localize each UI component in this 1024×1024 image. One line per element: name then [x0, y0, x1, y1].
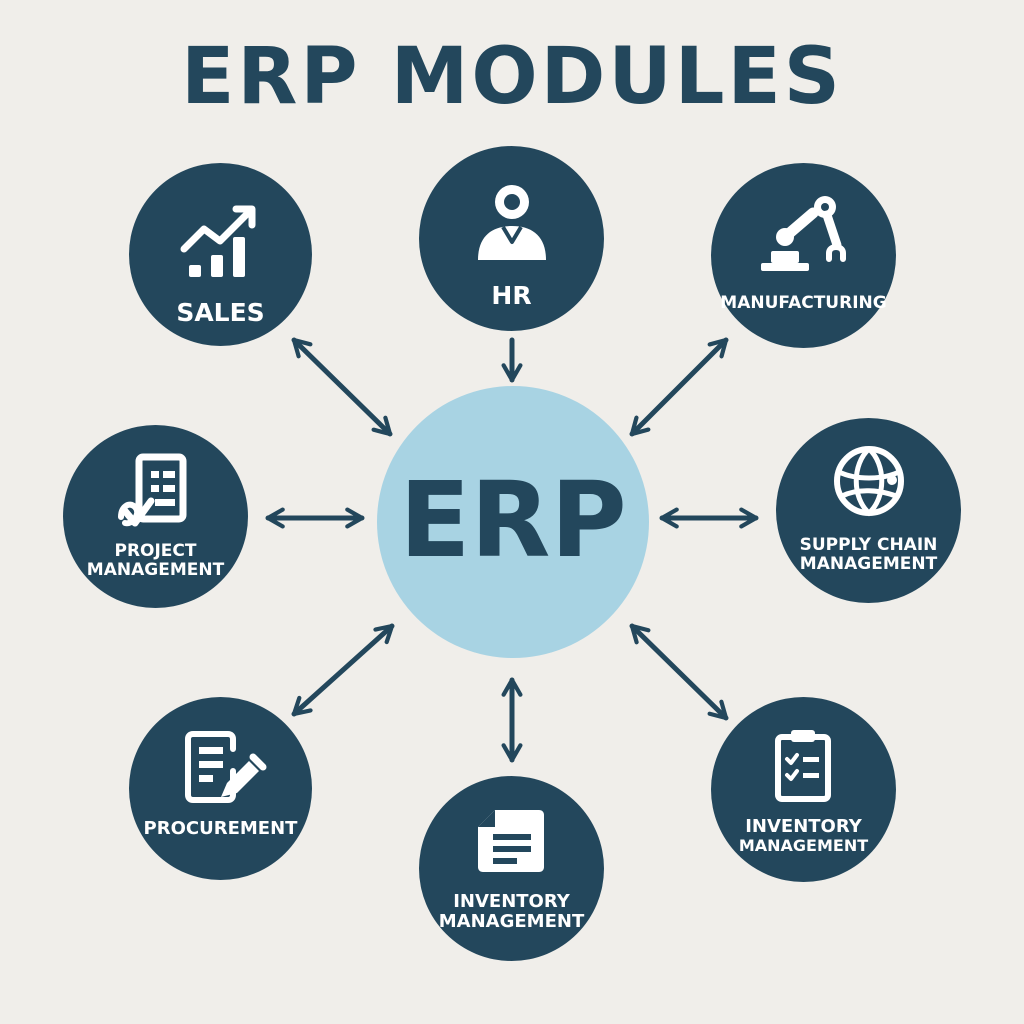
label-line: SALES — [176, 298, 265, 327]
checklist-document-icon — [118, 453, 187, 527]
arrow-manufacturing — [629, 337, 729, 437]
document-pen-icon — [185, 731, 267, 803]
page-title: ERP MODULES — [181, 32, 843, 122]
module-inventory-management-right: INVENTORY MANAGEMENT — [711, 697, 896, 882]
arrow-sales — [291, 337, 393, 437]
module-label: MANUFACTURING — [719, 294, 888, 313]
robot-arm-icon — [761, 196, 846, 271]
module-label: HR — [427, 282, 596, 310]
growth-chart-icon — [180, 205, 256, 277]
label-line: HR — [491, 281, 532, 310]
module-sales: SALES — [129, 163, 312, 346]
label-line: MANAGEMENT — [438, 910, 585, 932]
hub-label: ERP — [399, 459, 627, 581]
clipboard-icon — [775, 730, 831, 802]
label-line: MANAGEMENT — [86, 559, 225, 580]
module-procurement: PROCUREMENT — [129, 697, 312, 880]
module-label: INVENTORY MANAGEMENT — [719, 817, 888, 854]
label-line: MANUFACTURING — [720, 293, 887, 313]
label-line: MANAGEMENT — [799, 553, 938, 574]
globe-icon — [834, 446, 904, 517]
label-line: INVENTORY — [453, 891, 570, 912]
label-line: PROJECT — [114, 541, 197, 561]
document-icon — [478, 810, 544, 872]
label-line: INVENTORY — [745, 816, 862, 837]
label-line: SUPPLY CHAIN — [799, 535, 938, 555]
person-icon — [478, 185, 546, 260]
label-line: MANAGEMENT — [738, 835, 869, 855]
module-label: SUPPLY CHAIN MANAGEMENT — [784, 536, 953, 573]
module-label: PROJECT MANAGEMENT — [71, 542, 240, 579]
erp-hub: ERP — [377, 386, 649, 658]
module-project-management: PROJECT MANAGEMENT — [63, 425, 248, 608]
arrow-inventory-right — [629, 623, 729, 721]
module-label: INVENTORY MANAGEMENT — [427, 892, 596, 932]
module-inventory-management-bottom: INVENTORY MANAGEMENT — [419, 776, 604, 961]
module-manufacturing: MANUFACTURING — [711, 163, 896, 348]
module-hr: HR — [419, 146, 604, 331]
module-label: SALES — [137, 299, 304, 327]
arrow-procurement — [291, 623, 395, 717]
label-line: PROCUREMENT — [143, 818, 298, 839]
module-supply-chain-management: SUPPLY CHAIN MANAGEMENT — [776, 418, 961, 603]
module-label: PROCUREMENT — [137, 819, 304, 839]
